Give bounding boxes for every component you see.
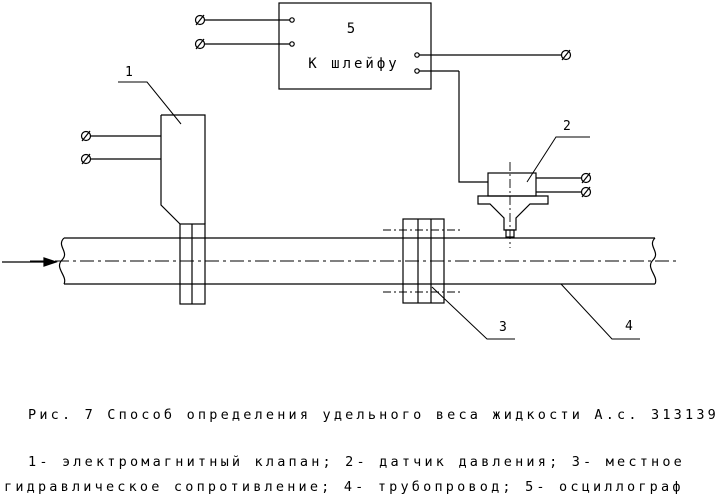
legend-line-2: гидравлическое сопротивление; 4- трубопр… xyxy=(4,479,684,495)
terminal-1b xyxy=(80,153,92,165)
terminal-5b xyxy=(194,38,206,50)
terminal-1a xyxy=(80,130,92,142)
terminal-2a xyxy=(580,172,592,184)
block-5-number: 5 xyxy=(347,21,355,37)
legend-line-1: 1- электромагнитный клапан; 2- датчик да… xyxy=(28,454,686,470)
pressure-sensor: 2 xyxy=(477,119,590,248)
diagram-canvas: 5 К шлейфу 1 xyxy=(2,2,680,340)
terminal-5a xyxy=(194,14,206,26)
hydraulic-resistance-flange: 3 xyxy=(383,218,515,340)
pipeline: 4 xyxy=(2,237,680,340)
label-3: 3 xyxy=(499,320,507,335)
label-1: 1 xyxy=(125,65,133,80)
terminal-5c xyxy=(560,49,572,61)
terminal-symbols xyxy=(80,14,592,198)
label-4: 4 xyxy=(625,319,633,334)
terminal-2b xyxy=(580,186,592,198)
block-5-title: К шлейфу xyxy=(308,56,399,72)
electromagnetic-valve: 1 xyxy=(91,65,206,305)
label-2: 2 xyxy=(563,119,571,134)
block-5-oscillograph: 5 К шлейфу xyxy=(205,2,562,183)
figure-caption: Рис. 7 Способ определения удельного веса… xyxy=(28,407,719,423)
